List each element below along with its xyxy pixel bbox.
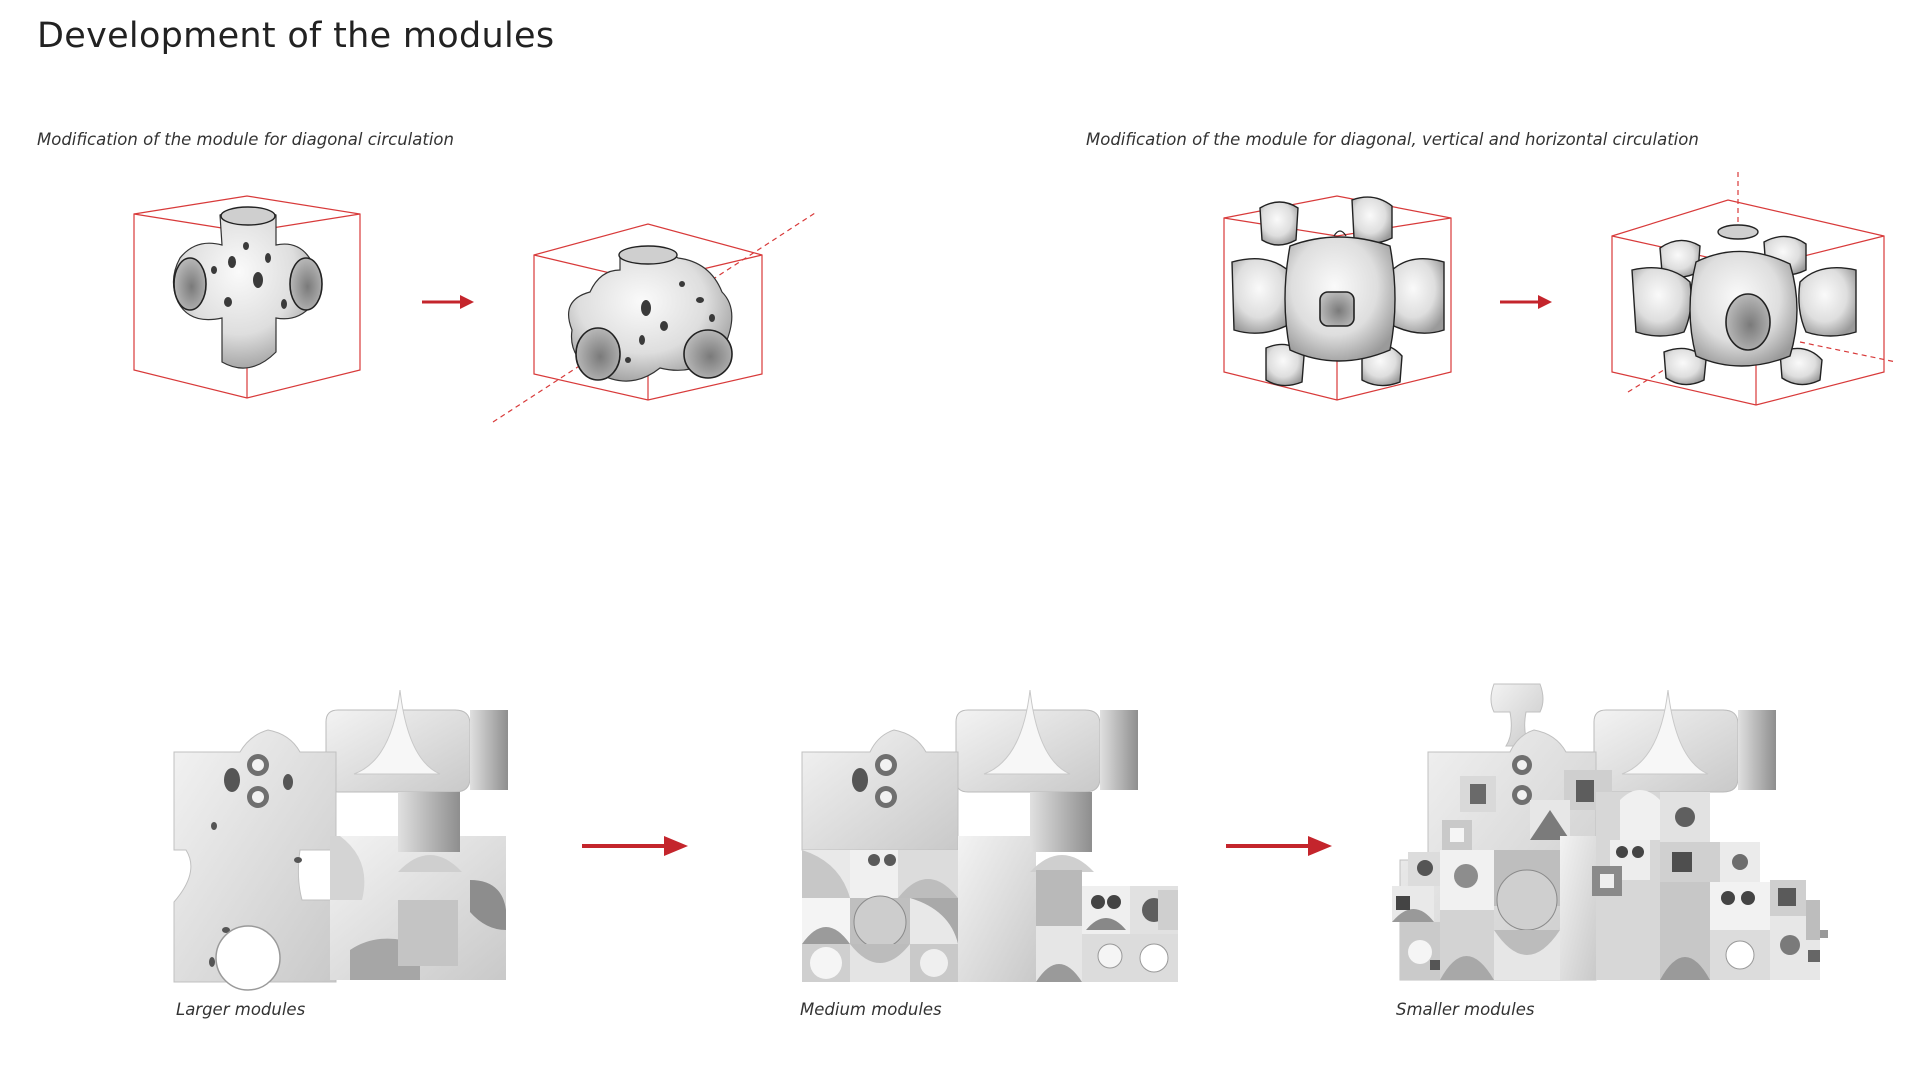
label-larger-modules: Larger modules (176, 1000, 306, 1019)
assembly-medium-modules (801, 689, 1178, 982)
caption-diagonal-circulation: Modification of the module for diagonal … (37, 130, 454, 149)
medium-tiles (802, 792, 1178, 982)
caption-all-circulation: Modification of the module for diagonal,… (1086, 130, 1699, 149)
small-tiles (1392, 770, 1828, 980)
module-multidirection-before (1223, 195, 1452, 401)
arrow-top-right (1500, 295, 1552, 309)
label-smaller-modules: Smaller modules (1396, 1000, 1535, 1019)
page-title: Development of the modules (37, 16, 555, 56)
arrow-top-left (422, 295, 474, 309)
arrow-bottom-1 (582, 836, 688, 856)
module-diagonal-after (492, 212, 816, 423)
module-diagonal-before (133, 195, 361, 399)
label-medium-modules: Medium modules (800, 1000, 942, 1019)
assembly-larger-modules (173, 689, 508, 991)
module-multidirection-after (1611, 172, 1897, 406)
assembly-smaller-modules (1392, 683, 1828, 981)
arrow-bottom-2 (1226, 836, 1332, 856)
